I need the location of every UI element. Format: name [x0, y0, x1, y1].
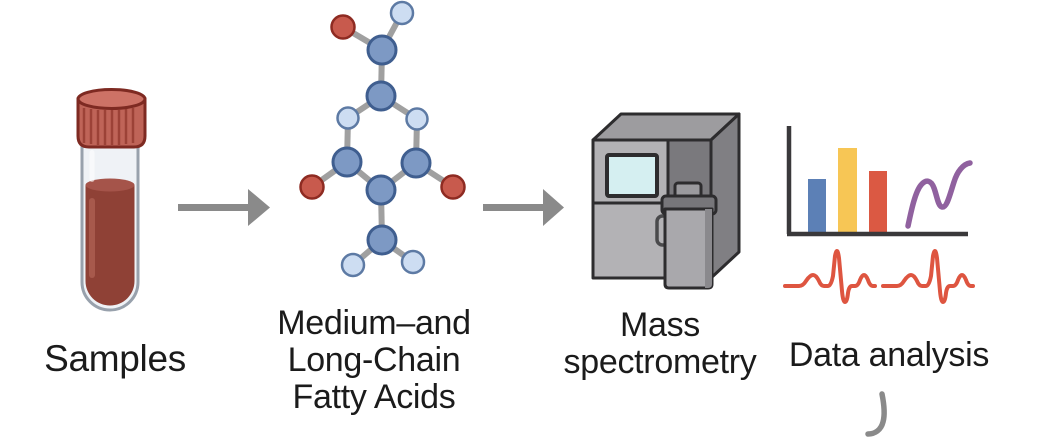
step-label-line: Medium–and: [277, 304, 471, 342]
oxygen-atoms: [299, 14, 466, 200]
signal-waveform-icon: [783, 249, 975, 304]
bar-blue: [808, 179, 826, 234]
step-label-fatty-acids: Medium–and Long-Chain Fatty Acids: [244, 305, 504, 416]
carbon-atoms: [331, 34, 432, 256]
trend-curve: [905, 160, 973, 229]
spectrometer-module-shading: [705, 209, 712, 288]
ecg-trace-2: [881, 249, 975, 304]
blood-sample-tube-icon: [76, 88, 147, 312]
step-label-mass-spectrometry: Mass spectrometry: [540, 307, 780, 381]
spectrometer-screen: [605, 153, 659, 198]
arrow-right-icon: [483, 189, 564, 226]
fatty-acid-molecule-icon: [299, 0, 466, 278]
tube-blood-surface: [85, 178, 135, 192]
spectrometer-module-body: [663, 207, 714, 290]
step-label-line: Fatty Acids: [292, 378, 456, 416]
bar-yellow: [838, 148, 857, 234]
corner-curve-mark: [865, 391, 887, 437]
step-label-line: Mass: [619, 306, 701, 344]
arrow-right-icon: [178, 189, 270, 226]
tube-cap: [76, 88, 147, 149]
tube-blood-highlight: [89, 198, 95, 278]
hydrogen-atoms: [336, 0, 429, 278]
mass-spectrometer-icon: [591, 112, 741, 290]
step-label-line: spectrometry: [563, 343, 757, 381]
tube-glass-highlight: [89, 150, 95, 182]
step-label-samples: Samples: [44, 338, 186, 379]
ecg-trace-1: [783, 249, 877, 304]
step-label-data-analysis: Data analysis: [788, 336, 990, 374]
step-label-line: Long-Chain: [287, 341, 461, 379]
tube-blood: [85, 185, 135, 306]
chart-axes: [786, 126, 968, 237]
bar-red: [869, 171, 887, 234]
data-charts-icon: [786, 126, 973, 237]
